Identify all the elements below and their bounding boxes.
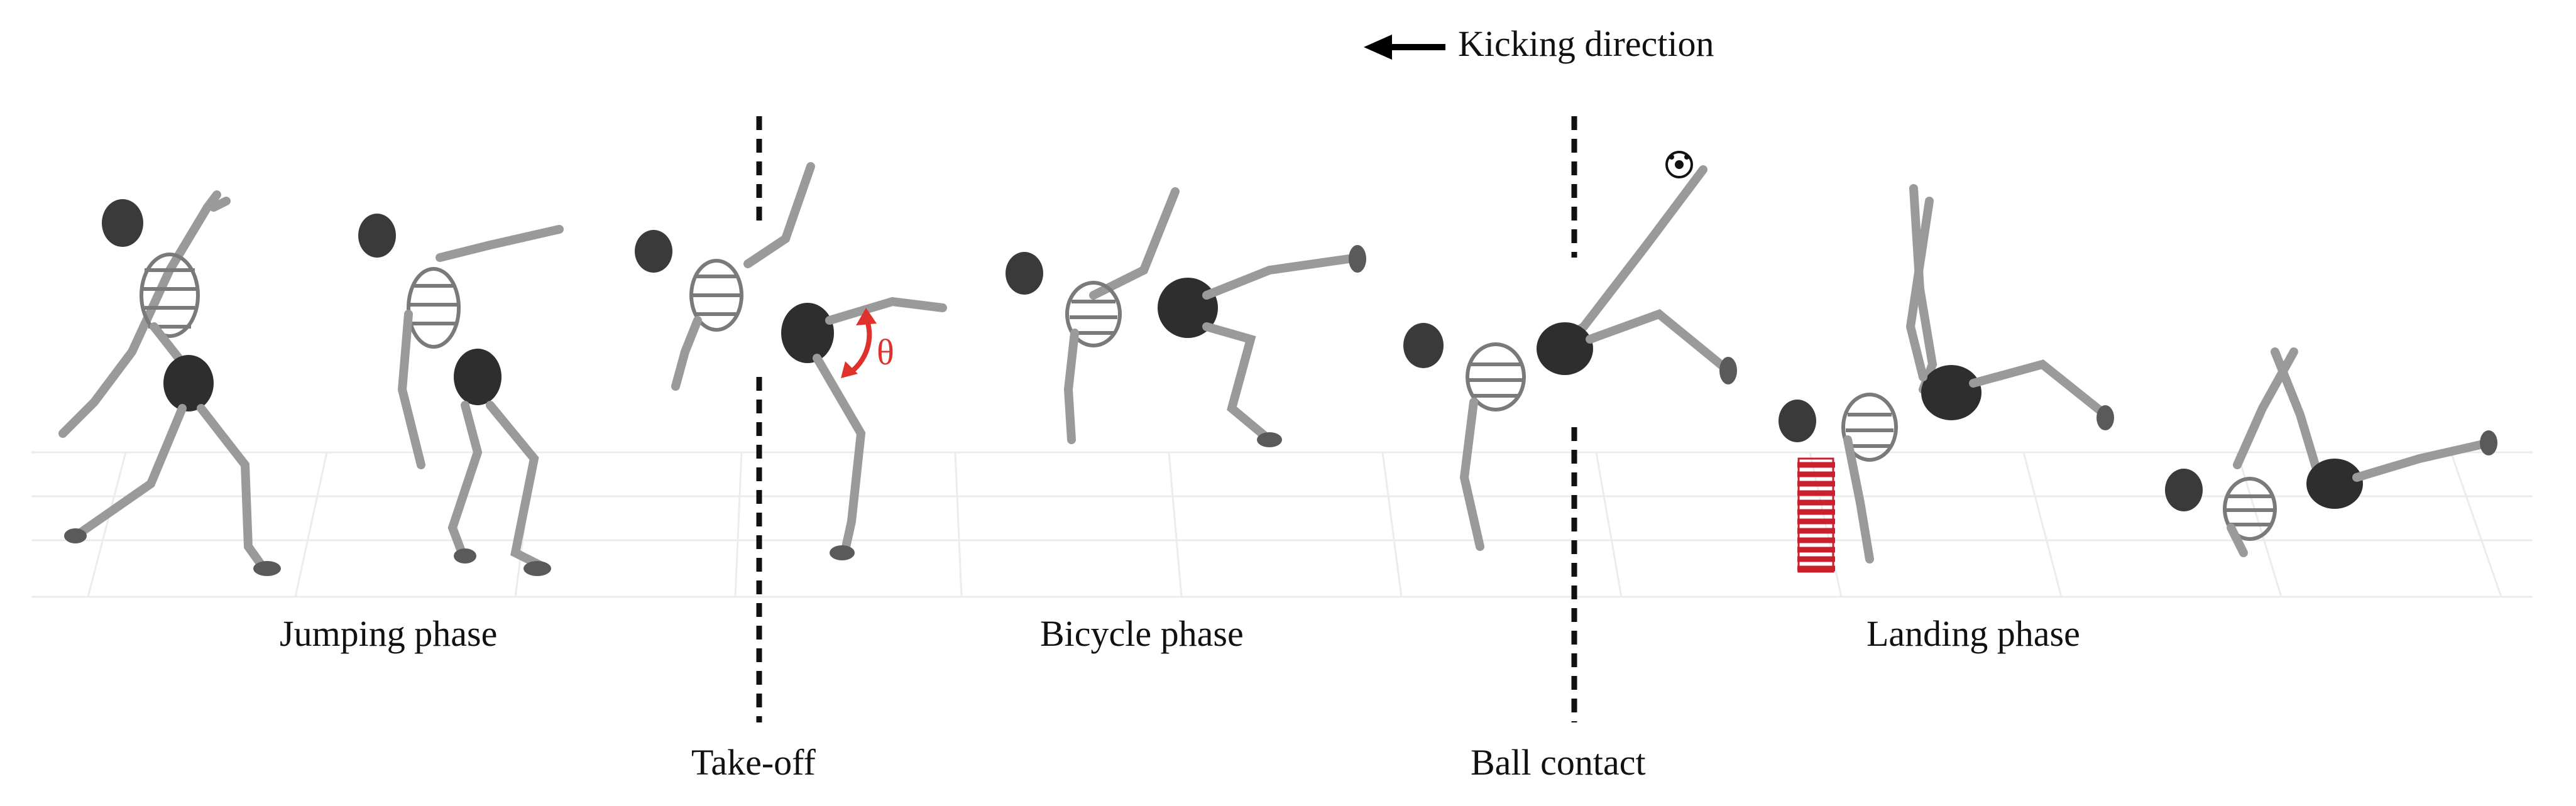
kicking-direction-arrow [1364,35,1445,60]
skeleton-figure [2165,347,2497,557]
skeleton-figure [1403,165,1737,551]
ball-contact-label: Ball contact [1471,742,1646,783]
skeleton-figure [635,162,947,560]
skeleton-figure [58,190,281,576]
spring-icon [1797,457,1835,573]
skeleton-figure [1779,184,2114,564]
bicycle-phase-label: Bicycle phase [1040,613,1244,654]
kicking-direction-label: Kicking direction [1458,23,1714,64]
floor-grid [31,451,2533,598]
angle-theta-label: θ [877,332,894,373]
takeoff-label: Take-off [691,742,816,783]
knee-angle-marker [841,308,877,378]
landing-phase-label: Landing phase [1866,613,2080,654]
skeleton-figure [358,214,564,576]
soccer-ball-icon [1665,151,1693,178]
skeleton-figure [1006,187,1366,447]
jumping-phase-label: Jumping phase [280,613,498,654]
